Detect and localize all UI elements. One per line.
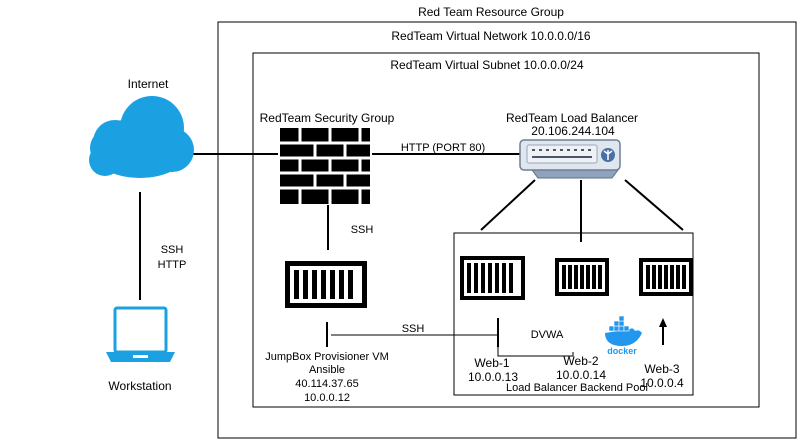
load-balancer-ip: 20.106.244.104 — [531, 124, 615, 138]
jumpbox-role: Ansible — [309, 364, 345, 376]
web3-arrow-head — [659, 318, 667, 327]
lb-web1-link — [480, 179, 536, 231]
http-internet-label: HTTP — [158, 259, 187, 271]
backend-pool-box — [453, 232, 694, 396]
web2-ip: 10.0.0.14 — [556, 368, 606, 382]
jumpbox-private-ip: 10.0.0.12 — [304, 392, 350, 404]
ssh-jumpbox-label: SSH — [402, 323, 425, 335]
web1-ip: 10.0.0.13 — [468, 370, 518, 384]
virtual-subnet-title: RedTeam Virtual Subnet 10.0.0.0/24 — [390, 58, 584, 72]
jumpbox-public-ip: 40.114.37.65 — [295, 378, 358, 390]
internet-label: Internet — [128, 77, 169, 91]
docker-label: docker — [607, 346, 637, 356]
server-icon — [285, 261, 367, 308]
web3-server-icon — [639, 258, 693, 296]
http-port-label: HTTP (PORT 80) — [401, 142, 485, 154]
load-balancer-label: RedTeam Load Balancer — [506, 111, 638, 125]
jumpbox-name: JumpBox Provisioner VM — [265, 351, 389, 363]
firewall-icon — [280, 128, 370, 204]
docker-icon — [605, 315, 642, 346]
backend-pool-label: Load Balancer Backend Pool — [506, 382, 648, 394]
ssh-path — [331, 334, 574, 357]
web3-ip: 10.0.0.4 — [640, 376, 684, 390]
resource-group-title: Red Team Resource Group — [418, 5, 564, 19]
load-balancer-icon — [519, 139, 621, 179]
ssh-internet-label: SSH — [161, 244, 184, 256]
virtual-network-title: RedTeam Virtual Network 10.0.0.0/16 — [391, 29, 591, 43]
ssh-firewall-label: SSH — [351, 224, 374, 236]
connectors — [139, 153, 684, 347]
cloud-icon — [89, 96, 194, 178]
web1-name: Web-1 — [474, 356, 509, 370]
subnet-box — [252, 52, 760, 408]
laptop-icon — [106, 306, 175, 362]
web2-server-icon — [555, 258, 609, 296]
web1-server-icon — [460, 256, 525, 300]
workstation-label: Workstation — [108, 379, 171, 393]
resource-group-box — [217, 21, 797, 439]
web2-name: Web-2 — [563, 354, 598, 368]
lb-web3-link — [624, 179, 684, 231]
web3-name: Web-3 — [644, 362, 679, 376]
security-group-label: RedTeam Security Group — [260, 111, 395, 125]
dvwa-label: DVWA — [531, 329, 564, 341]
